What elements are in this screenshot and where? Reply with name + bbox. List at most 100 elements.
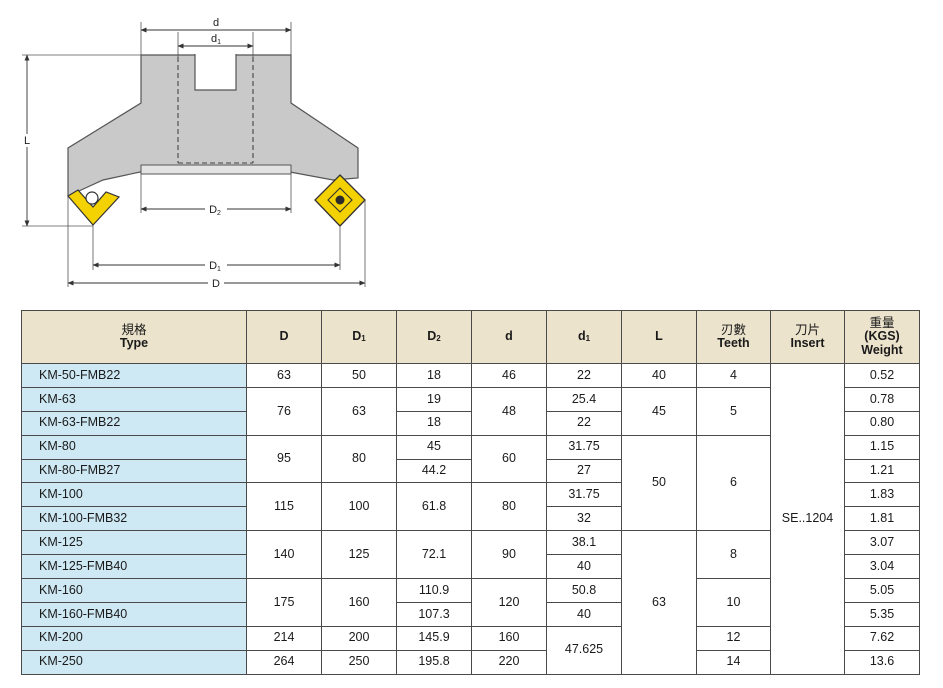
key-slot	[194, 54, 237, 91]
type-cell: KM-63-FMB22	[21, 410, 247, 436]
type-cell: KM-200	[21, 625, 247, 651]
cell-D: 264	[246, 649, 322, 675]
cell-weight: 1.15	[844, 434, 920, 460]
cutter-drawing: d d1 L D2 D1 D	[20, 16, 366, 290]
cell-insert: SE..1204	[770, 363, 845, 675]
type-cell: KM-250	[21, 649, 247, 675]
cell-D2: 18	[396, 363, 472, 388]
cell-weight: 7.62	[844, 625, 920, 651]
cell-D2: 110.9	[396, 578, 472, 603]
table-row: KM-80 95 80 45 60 31.75 50 6 1.15	[21, 434, 920, 532]
table-row: KM-125-FMB40 40 3.04	[21, 554, 920, 580]
header-D1: D1	[321, 310, 397, 364]
cell-d1: 25.4	[546, 386, 622, 412]
dim-label-d1: d1	[211, 33, 221, 46]
table-row: KM-200 214 200 145.9 160 47.625 12 7.62	[21, 625, 920, 675]
dim-label-D1: D1	[209, 260, 221, 273]
cell-teeth: 10	[696, 578, 771, 627]
cell-d: 160	[471, 625, 547, 651]
cell-d1: 32	[546, 506, 622, 532]
cell-weight: 5.05	[844, 578, 920, 603]
dim-label-D: D	[212, 278, 220, 290]
insert-screw-left-icon	[85, 191, 99, 205]
cell-weight: 1.81	[844, 506, 920, 532]
cell-D2: 18	[396, 410, 472, 436]
table-row: KM-250 264 250 195.8 220 14 13.6	[21, 649, 920, 675]
header-D: D	[246, 310, 322, 364]
cell-D2: 45	[396, 434, 472, 460]
type-cell: KM-100-FMB32	[21, 506, 247, 532]
cell-D1: 50	[321, 363, 397, 388]
table-row: KM-63 76 63 19 48 25.4 45 5 0.78	[21, 386, 920, 436]
cell-weight: 0.52	[844, 363, 920, 388]
cell-D1: 63	[321, 386, 397, 436]
cell-d1: 38.1	[546, 530, 622, 556]
cell-weight: 0.80	[844, 410, 920, 436]
cell-teeth: 12	[696, 625, 771, 651]
cell-L: 50	[621, 434, 697, 532]
cell-D2: 107.3	[396, 601, 472, 627]
header-L: L	[621, 310, 697, 364]
cell-D: 95	[246, 434, 322, 484]
cell-d: 120	[471, 578, 547, 627]
type-cell: KM-80-FMB27	[21, 458, 247, 484]
cell-d1: 22	[546, 363, 622, 388]
cell-teeth: 6	[696, 434, 771, 532]
table-row: KM-100-FMB32 32 1.81	[21, 506, 920, 532]
cell-d: 90	[471, 530, 547, 580]
dim-label-L: L	[24, 135, 30, 147]
table-row: KM-80-FMB27 44.2 27 1.21	[21, 458, 920, 484]
cell-D: 63	[246, 363, 322, 388]
cell-D2: 61.8	[396, 482, 472, 532]
cell-D2: 195.8	[396, 649, 472, 675]
cell-teeth: 14	[696, 649, 771, 675]
cell-D2: 19	[396, 386, 472, 412]
cell-d: 220	[471, 649, 547, 675]
dim-label-D2: D2	[209, 204, 221, 217]
table-row: KM-50-FMB22 63 50 18 46 22 40 4 SE..1204…	[21, 363, 920, 675]
cell-d1: 22	[546, 410, 622, 436]
type-cell: KM-50-FMB22	[21, 363, 247, 388]
cell-D2: 72.1	[396, 530, 472, 580]
cell-D: 175	[246, 578, 322, 627]
cell-D: 115	[246, 482, 322, 532]
type-cell: KM-80	[21, 434, 247, 460]
cell-D1: 200	[321, 625, 397, 651]
cell-D1: 160	[321, 578, 397, 627]
cell-teeth: 8	[696, 530, 771, 580]
dim-label-d: d	[213, 17, 219, 29]
cell-D1: 125	[321, 530, 397, 580]
cell-L: 45	[621, 386, 697, 436]
cell-d1: 40	[546, 601, 622, 627]
header-weight: 重量(KGS)Weight	[844, 310, 920, 364]
cell-D: 76	[246, 386, 322, 436]
cell-L: 63	[621, 530, 697, 675]
recess	[140, 164, 292, 175]
cell-d: 46	[471, 363, 547, 388]
header-D2: D2	[396, 310, 472, 364]
type-cell: KM-160	[21, 578, 247, 603]
cell-d: 80	[471, 482, 547, 532]
cell-d1: 40	[546, 554, 622, 580]
cell-D: 214	[246, 625, 322, 651]
header-d1: d1	[546, 310, 622, 364]
cell-weight: 1.21	[844, 458, 920, 484]
cell-D2: 145.9	[396, 625, 472, 651]
cell-weight: 3.07	[844, 530, 920, 556]
header-d: d	[471, 310, 547, 364]
type-cell: KM-63	[21, 386, 247, 412]
cell-weight: 1.83	[844, 482, 920, 508]
type-cell: KM-160-FMB40	[21, 601, 247, 627]
cell-weight: 5.35	[844, 601, 920, 627]
cell-d1: 47.625	[546, 625, 622, 675]
cell-weight: 0.78	[844, 386, 920, 412]
cell-D: 140	[246, 530, 322, 580]
table-row: KM-100 115 100 61.8 80 31.75 1.83	[21, 482, 920, 532]
type-cell: KM-100	[21, 482, 247, 508]
cell-weight: 13.6	[844, 649, 920, 675]
